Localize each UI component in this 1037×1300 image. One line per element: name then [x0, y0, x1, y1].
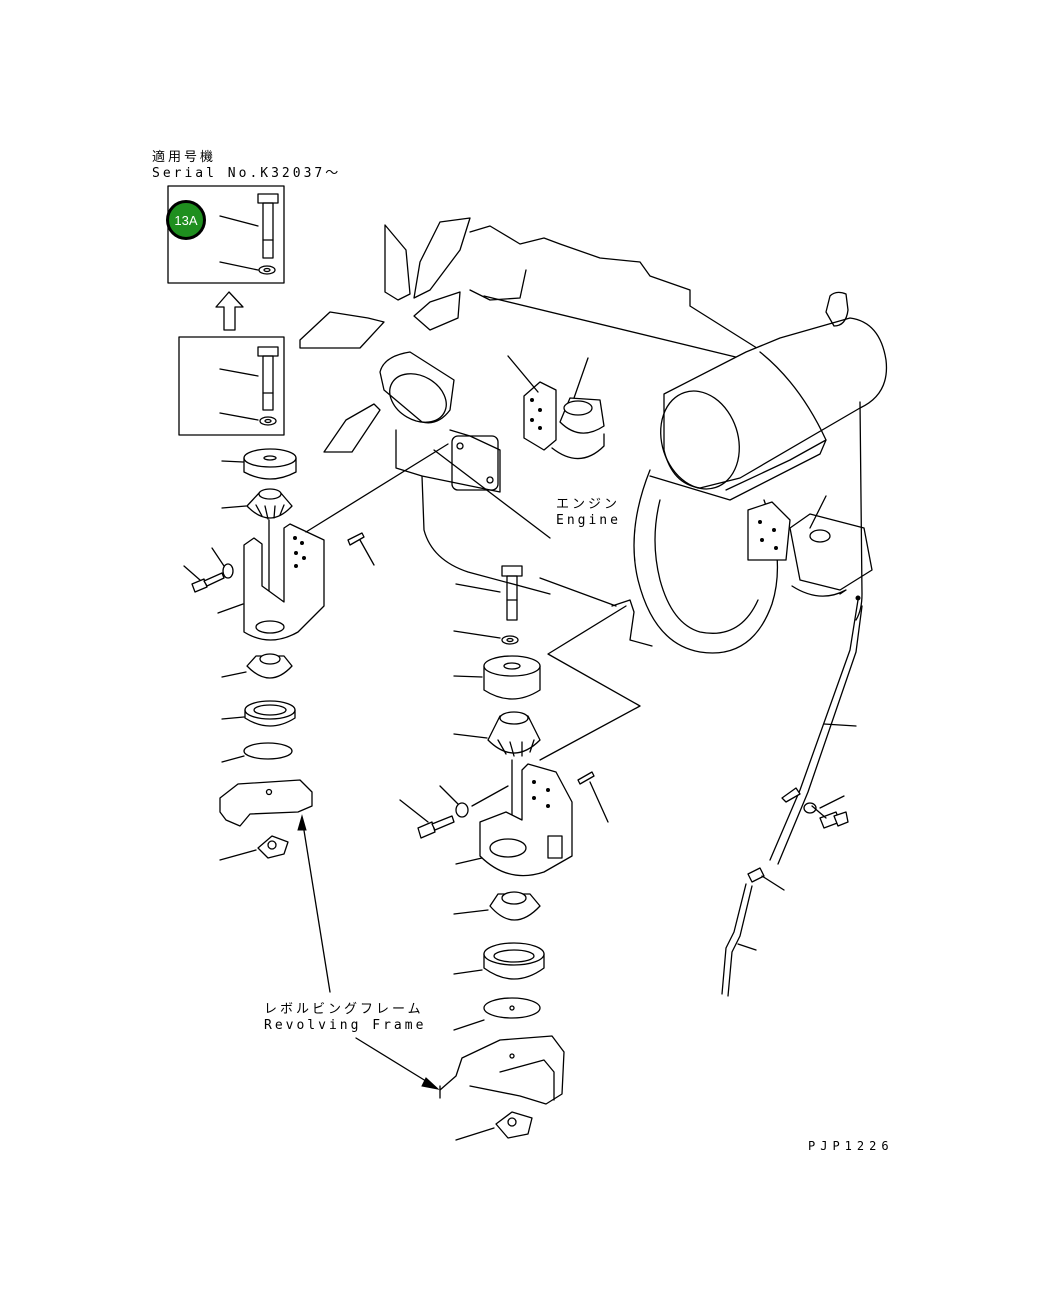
frame-label-en: Revolving Frame: [264, 1018, 427, 1033]
engine-label-jp: エンジン: [556, 497, 621, 512]
right-side-parts: [721, 599, 863, 997]
callout-badge-13a[interactable]: 13A: [166, 200, 206, 240]
center-mount-stack: [399, 565, 609, 1141]
engine-outline: [299, 217, 888, 654]
left-mount-stack: [183, 448, 375, 861]
drawing-code: PJP1226: [808, 1139, 894, 1153]
arrow-up-icon: [215, 291, 244, 331]
engine-label-en: Engine: [556, 513, 621, 528]
frame-label-jp: レボルビングフレーム: [264, 1002, 424, 1017]
serial-title-jp: 適用号機: [152, 150, 217, 165]
serial-number: Serial No.K32037～: [152, 166, 342, 181]
variant-box-13a: [167, 185, 285, 284]
standard-bolt-box: [178, 336, 285, 436]
